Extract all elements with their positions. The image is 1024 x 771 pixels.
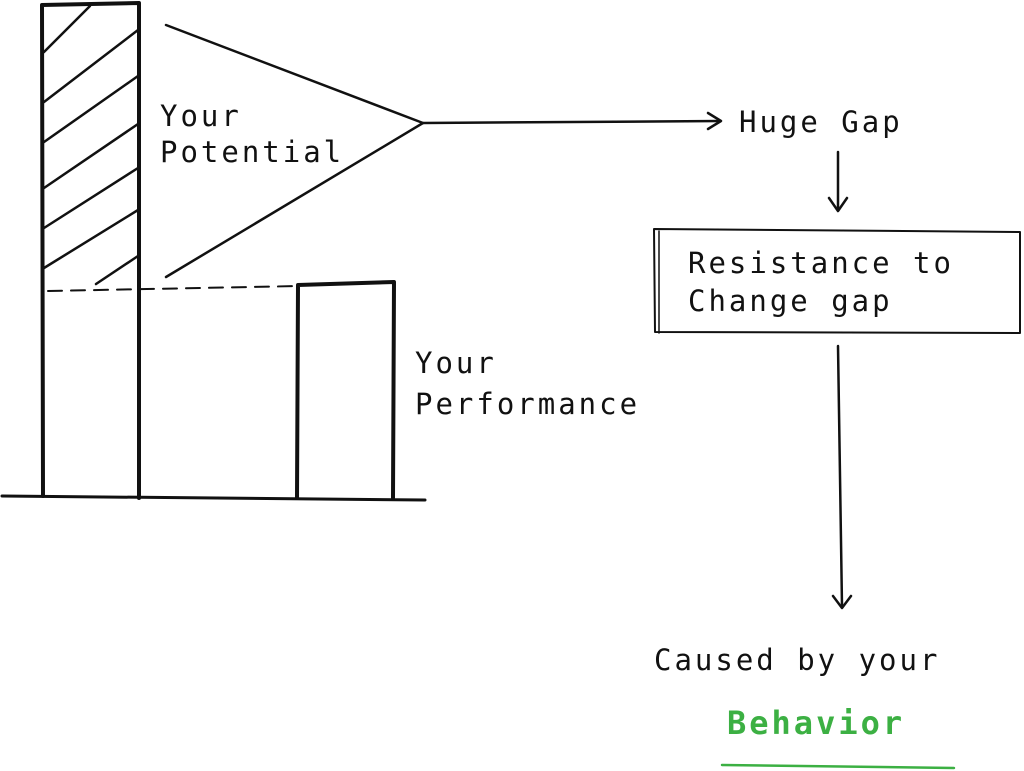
potential-bar-hatching	[42, 4, 140, 286]
huge-gap-label: Huge Gap	[739, 105, 903, 139]
arrow-to-huge-gap	[421, 111, 723, 131]
potential-label-line1: Your	[160, 99, 242, 133]
behavior-label: Behavior	[727, 704, 905, 742]
performance-label-line1: Your	[415, 346, 497, 380]
resistance-box	[653, 228, 1021, 334]
potential-bar	[40, 1, 141, 500]
potential-label-line2: Potential	[160, 135, 344, 169]
baseline	[0, 494, 427, 502]
behavior-underline	[720, 763, 956, 770]
caused-by-label: Caused by your	[654, 643, 940, 677]
performance-label-line2: Performance	[415, 387, 640, 421]
resistance-label-line2: Change gap	[688, 284, 893, 318]
arrow-to-resistance-box	[827, 150, 849, 213]
performance-level-dashed-line	[47, 285, 301, 292]
performance-bar	[295, 280, 396, 500]
resistance-label-line1: Resistance to	[688, 246, 954, 280]
arrow-to-cause	[831, 344, 853, 610]
